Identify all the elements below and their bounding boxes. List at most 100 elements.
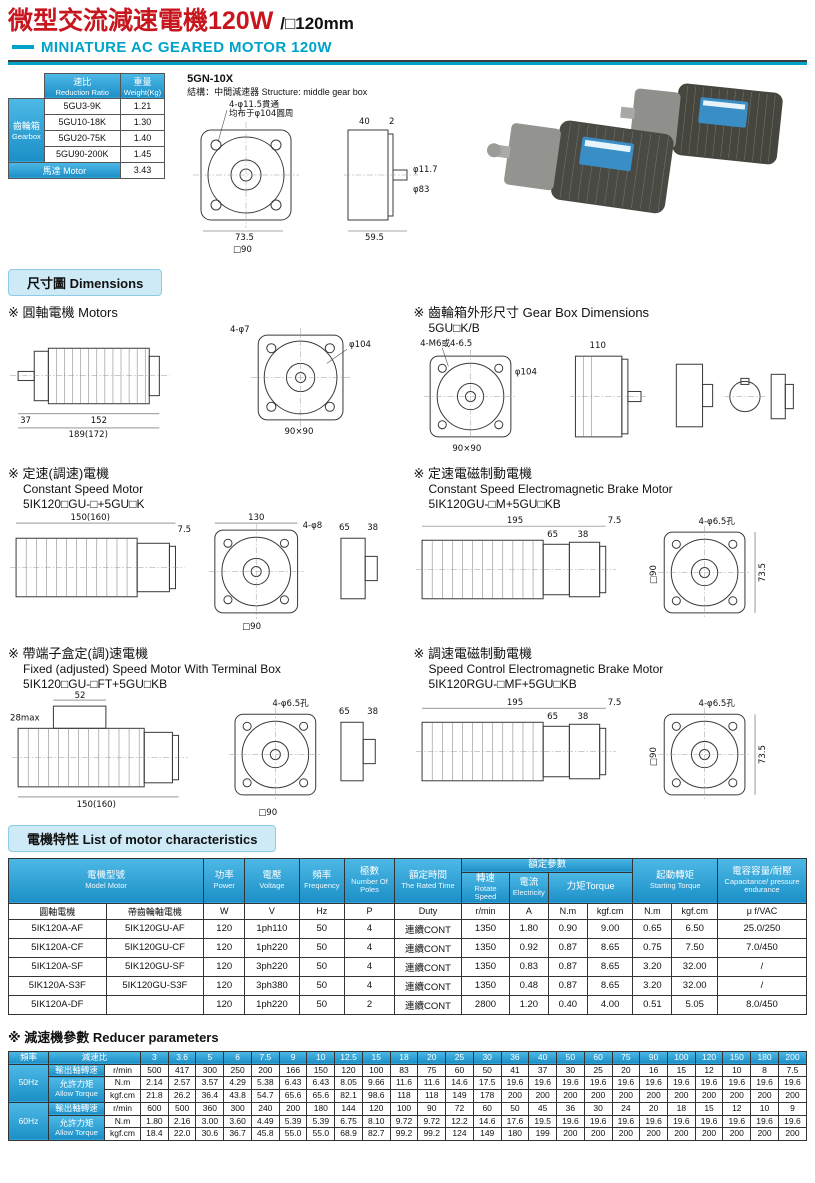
cell: 417 <box>167 1063 197 1078</box>
drawing-block-speed-control-brake: ※ 調速電磁制動電機 Speed Control Electromagnetic… <box>414 641 808 819</box>
header-row: 電機型號 Model Motor 功率 Power 電壓 Voltage 頻率 … <box>7 857 808 904</box>
cell: 8.65 <box>586 937 634 958</box>
unit-cell: μ f/VAC <box>716 902 808 920</box>
cell: 24 <box>611 1101 641 1116</box>
cell: 7.5 <box>777 1063 808 1078</box>
cell: 150 <box>306 1063 336 1078</box>
cell: 20 <box>639 1101 668 1116</box>
cell: 200 <box>500 1089 530 1103</box>
unit-cell: N.m <box>547 902 588 920</box>
table-row: 馬達 Motor 3.43 <box>8 161 166 179</box>
label-en: Model Motor <box>85 880 127 890</box>
cell: 5IK120A-SF <box>8 956 107 977</box>
cell: 1350 <box>461 937 510 958</box>
table-row: 5GU10-18K 1.30 <box>9 113 166 131</box>
cell: 20 <box>417 1050 447 1065</box>
cell: 180 <box>306 1101 336 1116</box>
cell: 120 <box>203 918 246 939</box>
unit-cell: kgf.cm <box>103 1127 142 1142</box>
cell: 5GU3-9K <box>43 97 121 115</box>
cell: 3.20 <box>632 975 673 996</box>
cell: 118 <box>417 1089 447 1103</box>
col-header-starting-torque: 起動轉矩 Starting Torque <box>632 857 718 904</box>
cell: 0.83 <box>508 956 549 977</box>
table-row: 5GU20-75K 1.40 <box>9 129 166 147</box>
label: 重量 <box>133 76 152 87</box>
cell: 120 <box>334 1063 363 1078</box>
cell: 36.4 <box>195 1089 225 1103</box>
cell: 8.0/450 <box>716 994 808 1015</box>
cell: 5.38 <box>250 1076 280 1091</box>
side-view <box>569 355 648 437</box>
top-row: 速比 Reduction Ratio 重量 Weight(Kg) 齒輪箱 Gea… <box>8 72 807 261</box>
label-en: Number Of Poles <box>351 876 388 895</box>
label: 頻率 <box>312 870 332 882</box>
dimension-label: 195 <box>506 516 522 526</box>
cell: 6.43 <box>278 1076 308 1091</box>
cell: 30 <box>583 1101 613 1116</box>
row-header-output-speed: 輸出軸轉速 <box>48 1063 105 1078</box>
section-title-dimensions: 尺寸圖 Dimensions <box>8 268 163 296</box>
gn-technical-drawing: 4-φ11.5貫通 均布于φ104圓周 73.5 □90 40 2 <box>193 99 438 255</box>
cell: 0.40 <box>547 994 588 1015</box>
cell: 200 <box>694 1089 724 1103</box>
cell: 50 <box>556 1050 585 1065</box>
cell: 65.6 <box>306 1089 336 1103</box>
motor-characteristics-table: 電機型號 Model Motor 功率 Power 電壓 Voltage 頻率 … <box>7 857 808 1015</box>
dimension-label: 189(172) <box>69 430 108 440</box>
label: 速比 <box>73 76 92 87</box>
cell: 1ph220 <box>244 994 300 1015</box>
label-en: Gearbox <box>12 132 41 141</box>
col-header-frequency: 頻率 <box>8 1050 49 1065</box>
cell: 2.16 <box>167 1114 197 1129</box>
units-row: 圓軸電機 帶齒輪軸電機 W V Hz P Duty r/min A N.m kg… <box>8 902 808 920</box>
title-zh: 微型交流減速電機120W <box>8 7 274 35</box>
cell: 120 <box>203 956 246 977</box>
cell: 60 <box>472 1101 502 1116</box>
motor-photo-front <box>487 120 674 213</box>
cell: 200 <box>722 1089 752 1103</box>
drawing-model: 5IK120□GU-□FT+5GU□KB <box>23 676 168 691</box>
unit-cell: V <box>244 902 300 920</box>
subtitle-dash-icon <box>12 45 34 49</box>
section-title-characteristics: 電機特性 List of motor characteristics <box>8 824 277 852</box>
flange-view <box>657 525 751 619</box>
cell: 19.6 <box>694 1076 724 1091</box>
cell: 32.00 <box>671 975 718 996</box>
drawing-model: 5IK120□GU-□+5GU□K <box>23 496 145 511</box>
label-en: Weight(Kg) <box>123 87 162 97</box>
dimension-label: 65 <box>339 523 350 533</box>
cell: 149 <box>445 1089 474 1103</box>
label: 功率 <box>214 870 234 882</box>
cell: 5.39 <box>278 1114 308 1129</box>
constant-speed-drawing: 150(160) 7.5 130 4-φ8 <box>10 513 378 632</box>
cell: 7.50 <box>671 937 718 958</box>
cell: 1.80 <box>508 918 549 939</box>
reducer-section-title: ※ 減速機參數 Reducer parameters <box>8 1029 219 1045</box>
col-header-torque: 力矩Torque <box>547 871 634 904</box>
cell: 14.6 <box>445 1076 474 1091</box>
unit-cell: r/min <box>103 1063 142 1078</box>
unit-cell: kgf.cm <box>671 902 718 920</box>
flange-view <box>193 121 300 228</box>
cell: 50 <box>298 918 346 939</box>
cell: 60 <box>445 1063 474 1078</box>
label-en: Electricity <box>512 887 545 897</box>
drawing-model: 5IK120GU-□M+5GU□KB <box>428 496 561 511</box>
cell: 178 <box>472 1089 502 1103</box>
gearbox-side-view <box>340 537 378 599</box>
cell: 120 <box>361 1101 391 1116</box>
cell: 250 <box>223 1063 252 1078</box>
cell: 21.8 <box>140 1089 169 1103</box>
dimension-label: 73.5 <box>758 745 768 764</box>
cell: 3.60 <box>223 1114 252 1129</box>
dimension-label: 4-M6或4-6.5 <box>420 337 472 349</box>
dimension-label: 110 <box>589 341 605 351</box>
cell: / <box>716 975 808 996</box>
dimension-label: 150(160) <box>77 800 116 810</box>
cell: 2800 <box>461 994 510 1015</box>
